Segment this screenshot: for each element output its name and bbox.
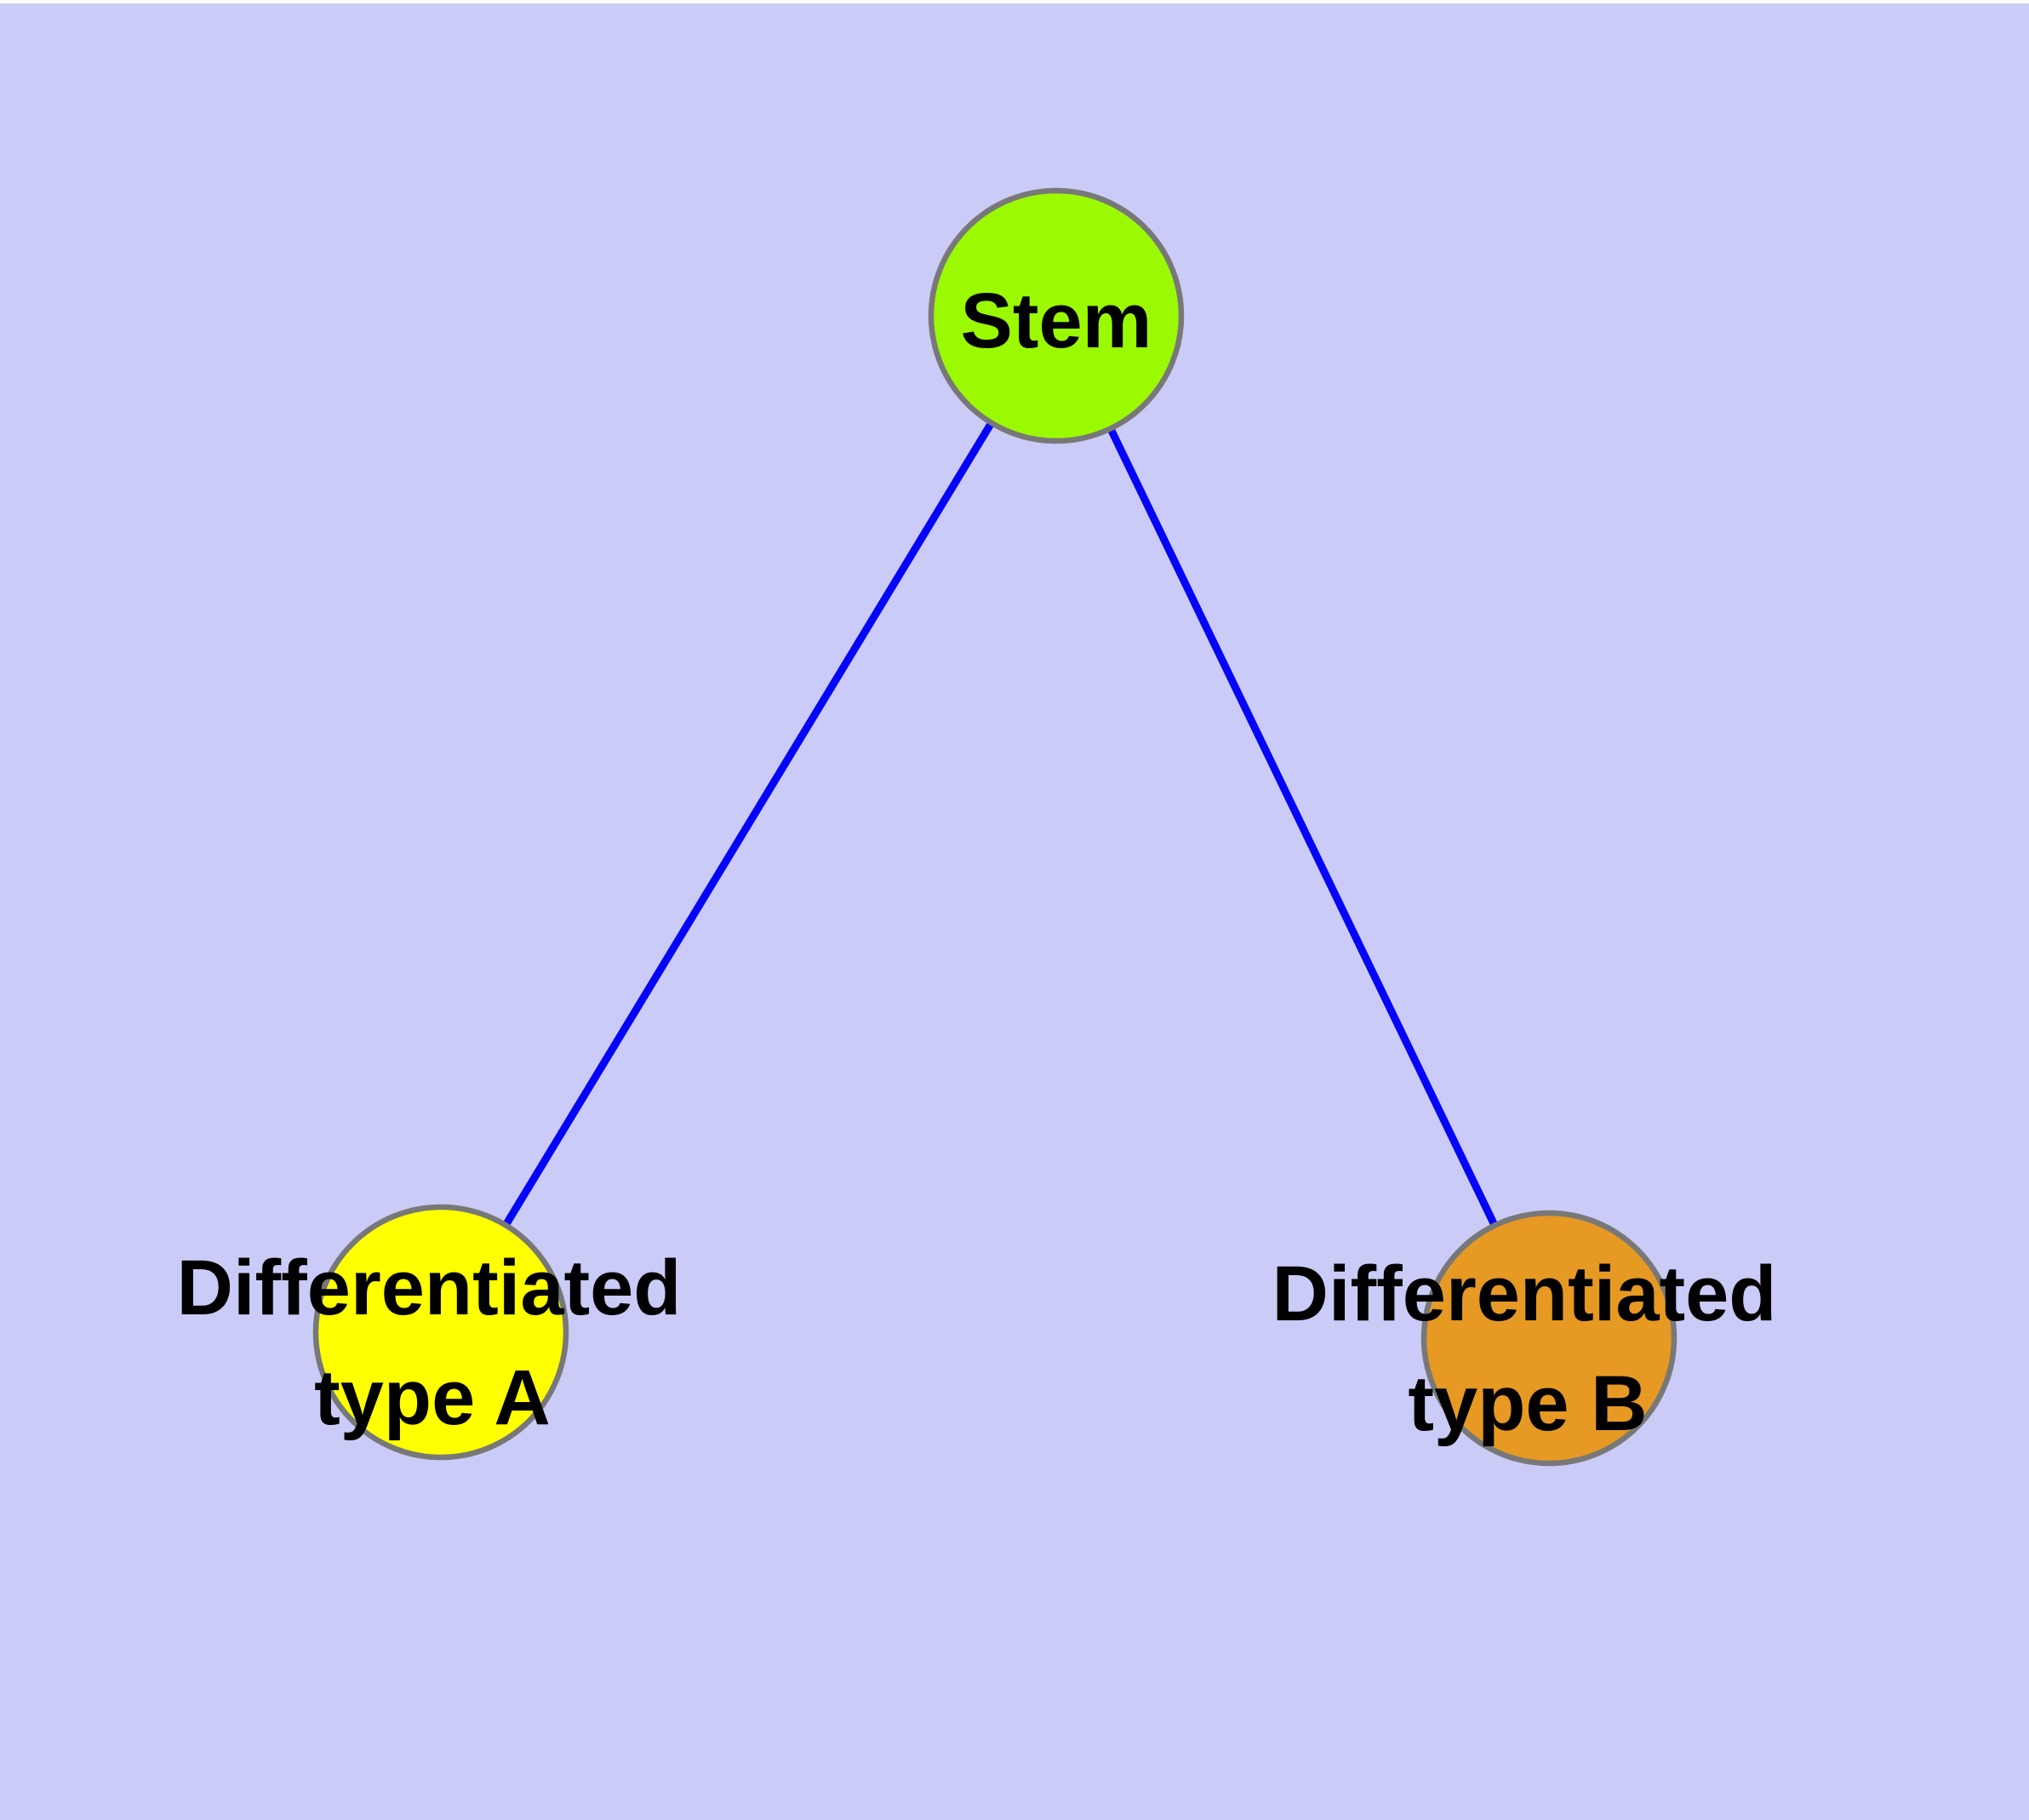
node-type-a-label-line2: type A: [314, 1354, 551, 1441]
node-stem[interactable]: [928, 187, 1185, 444]
node-type-b-label-line1: Differentiated: [1272, 1251, 1777, 1337]
edge-stem-to-type-a: [437, 313, 1060, 1335]
node-differentiated-type-a[interactable]: [312, 1204, 569, 1461]
edge-stem-to-type-b: [1052, 314, 1553, 1340]
node-differentiated-type-b[interactable]: [1420, 1210, 1677, 1467]
node-stem-label: Stem: [961, 278, 1152, 364]
node-type-a-label-line1: Differentiated: [177, 1245, 682, 1331]
node-type-b-label-line2: type B: [1408, 1360, 1647, 1447]
